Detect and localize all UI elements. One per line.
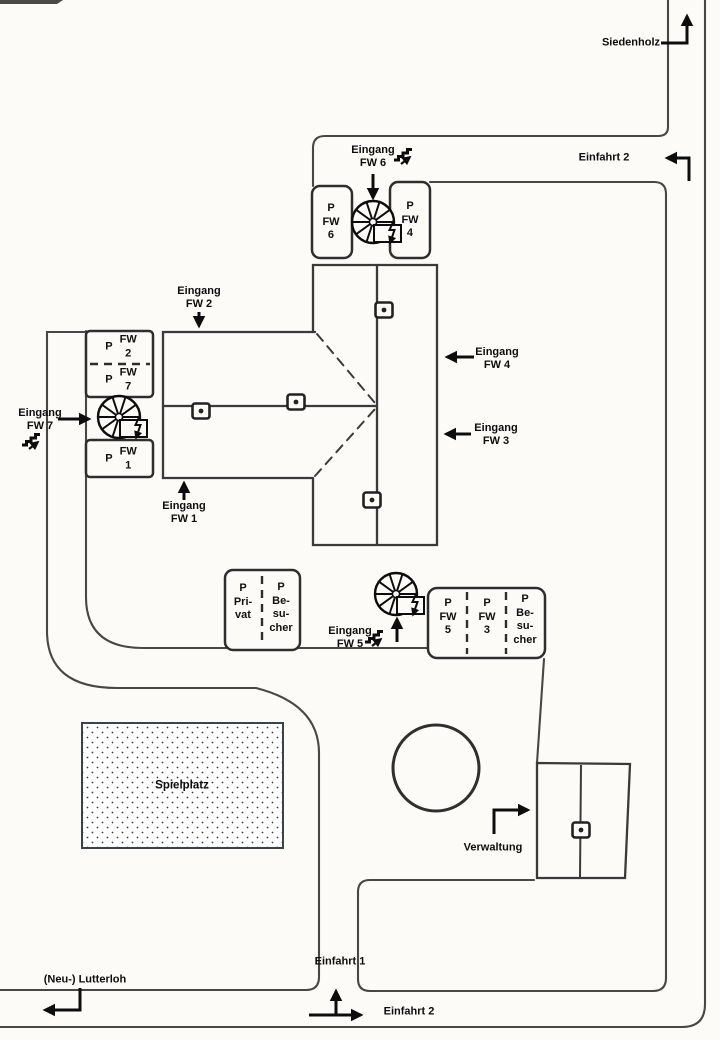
arrow-einfahrt2-top — [664, 151, 691, 181]
west-driveway-inner — [84, 329, 430, 650]
area-label-spielplatz: Spielplatz — [155, 779, 209, 792]
parking-stall-fw5: P FW 5 — [439, 596, 457, 636]
chimney-icon — [286, 393, 306, 411]
parking-dividers — [90, 362, 508, 654]
annotation-arrows — [42, 13, 694, 1022]
driveway-label-einfahrt2-top: Einfahrt 2 — [578, 151, 630, 164]
parking-stall-fw6: P FW 6 — [322, 201, 340, 241]
chimney-icon — [191, 402, 211, 420]
entrance-label-fw5: Eingang FW 5 — [328, 625, 372, 650]
driveway-label-einfahrt1: Einfahrt 1 — [314, 955, 366, 968]
building-north-wing-outline — [311, 263, 439, 547]
street-outer-edge — [0, 0, 707, 1029]
arrow-verwaltung — [492, 803, 531, 834]
parking-stall-fw2: P FW 2 — [105, 333, 137, 360]
chimney-icon — [571, 821, 591, 839]
area-label-verwaltung: Verwaltung — [463, 841, 523, 854]
stairs-icon — [22, 435, 40, 450]
parking-stall-fw4: P FW 4 — [401, 199, 419, 239]
parking-stall-fw7: P FW 7 — [105, 366, 137, 393]
parking-stall-fw1: P FW 1 — [105, 445, 137, 472]
entrance-label-fw3: Eingang FW 3 — [474, 422, 518, 447]
spiral-staircase-icon — [98, 396, 147, 438]
arrow-siedenholz — [661, 13, 694, 45]
scan-artifact — [0, 0, 63, 4]
verwaltung-building — [535, 761, 632, 880]
roof-hip-lines — [314, 333, 376, 477]
west-driveway-outer — [0, 330, 321, 992]
street-label-lutterloh: (Neu-) Lutterloh — [43, 973, 127, 986]
parking-boxes — [84, 180, 547, 660]
chimney-icon — [362, 491, 382, 509]
tree-icon — [391, 723, 481, 813]
boundary-lines — [0, 0, 707, 1029]
spiral-staircase-icon — [375, 573, 424, 615]
arrow-lutterloh — [42, 988, 82, 1017]
entrance-label-fw6: Eingang FW 6 — [351, 144, 395, 169]
driveway-label-einfahrt2-bottom: Einfahrt 2 — [383, 1005, 435, 1018]
parking-stall-besucher-mitte: P Be- su- cher — [269, 581, 293, 634]
stairs-icon — [394, 150, 412, 165]
parking-stall-fw3: P FW 3 — [478, 596, 496, 636]
court-east-link — [535, 657, 546, 765]
playground — [81, 722, 284, 849]
east-south-boundary — [356, 180, 668, 993]
parking-stall-besucher-rechts: P Be- su- cher — [513, 593, 537, 646]
north-court-edge — [311, 0, 670, 188]
entrance-label-fw4: Eingang FW 4 — [475, 346, 519, 371]
parking-stall-privat: P Pri- vat — [233, 581, 253, 621]
parking-box-fw5-fw3-besucher — [426, 586, 547, 660]
chimney-icon — [374, 301, 394, 319]
entrance-label-fw2: Eingang FW 2 — [177, 285, 221, 310]
parking-box-fw1 — [84, 438, 155, 479]
street-label-siedenholz: Siedenholz — [601, 36, 660, 49]
entrance-label-fw1: Eingang FW 1 — [162, 500, 206, 525]
entrance-label-fw7: Eingang FW 7 — [18, 407, 62, 432]
